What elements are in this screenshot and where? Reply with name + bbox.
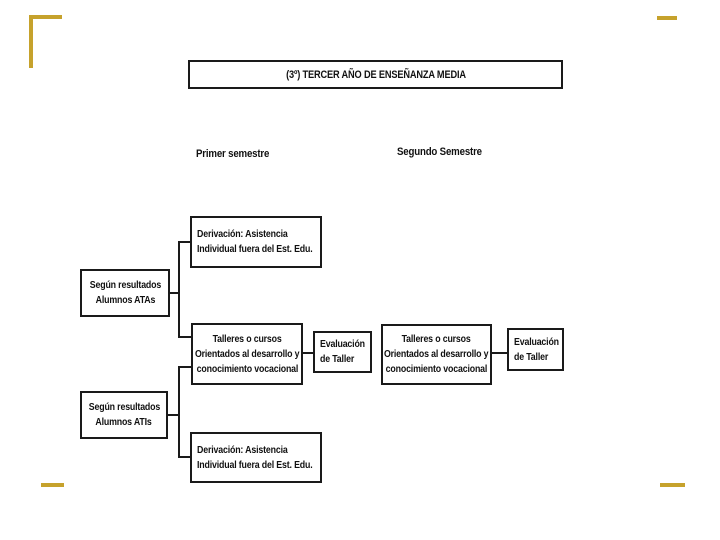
connector-spine1 <box>178 241 180 338</box>
node-text-line: Según resultados <box>88 401 160 413</box>
node-evaluacion-sem1: Evaluación de Taller <box>313 331 372 373</box>
node-text-line: Evaluación <box>320 338 365 350</box>
node-text-line: Orientados al desarrollo y <box>384 348 489 360</box>
connector-spine2-to-derivacion-bottom <box>178 456 190 458</box>
corner-dash-bottom-right <box>660 483 685 487</box>
diagram-title: (3º) TERCER AÑO DE ENSEÑANZA MEDIA <box>285 68 466 81</box>
node-text-line: Alumnos ATAs <box>95 294 155 306</box>
node-text-line: Alumnos ATIs <box>95 416 153 428</box>
node-text-line: conocimiento vocacional <box>385 363 488 375</box>
node-text-line: Derivación: Asistencia <box>197 228 288 240</box>
corner-dash-bottom-left <box>41 483 64 487</box>
node-talleres-sem2: Talleres o cursos Orientados al desarrol… <box>381 324 492 385</box>
node-text-line: Evaluación <box>514 335 559 348</box>
node-text-line: Orientados al desarrollo y <box>194 347 300 360</box>
connector-atis-to-spine2 <box>168 414 178 416</box>
connector-talleres-sem1-to-evaluacion-sem1 <box>303 352 313 354</box>
node-text-line: Derivación: Asistencia <box>197 443 288 456</box>
node-derivacion-top: Derivación: Asistencia Individual fuera … <box>190 216 322 268</box>
connector-talleres-sem2-to-evaluacion-sem2 <box>492 352 507 354</box>
node-text-line: Talleres o cursos <box>401 333 472 345</box>
connector-spine1-to-talleres-sem1 <box>178 336 191 338</box>
node-derivacion-bottom: Derivación: Asistencia Individual fuera … <box>190 432 322 483</box>
node-segun-resultados-atas: Según resultados Alumnos ATAs <box>80 269 170 317</box>
connector-spine2 <box>178 366 180 458</box>
corner-dash-top-right <box>657 16 677 20</box>
column-header-first-semester: Primer semestre <box>196 148 270 160</box>
node-text-line: Individual fuera del Est. Edu. <box>197 458 313 471</box>
column-header-second-semester: Segundo Semestre <box>397 146 482 158</box>
diagram-title-box: (3º) TERCER AÑO DE ENSEÑANZA MEDIA <box>188 60 563 89</box>
corner-bracket-top-left-horizontal <box>29 15 62 19</box>
connector-spine2-to-talleres-sem1 <box>178 366 191 368</box>
node-text-line: Individual fuera del Est. Edu. <box>197 243 313 255</box>
node-segun-resultados-atis: Según resultados Alumnos ATIs <box>80 391 168 439</box>
connector-atas-to-spine1 <box>170 292 178 294</box>
node-text-line: conocimiento vocacional <box>196 362 298 375</box>
node-text-line: de Taller <box>320 353 355 365</box>
node-text-line: Talleres o cursos <box>212 332 282 345</box>
node-text-line: Según resultados <box>89 279 161 291</box>
node-text-line: de Taller <box>514 350 549 363</box>
node-evaluacion-sem2: Evaluación de Taller <box>507 328 564 371</box>
corner-bracket-top-left-vertical <box>29 15 33 68</box>
node-talleres-sem1: Talleres o cursos Orientados al desarrol… <box>191 323 303 385</box>
connector-spine1-to-derivacion-top <box>178 241 190 243</box>
